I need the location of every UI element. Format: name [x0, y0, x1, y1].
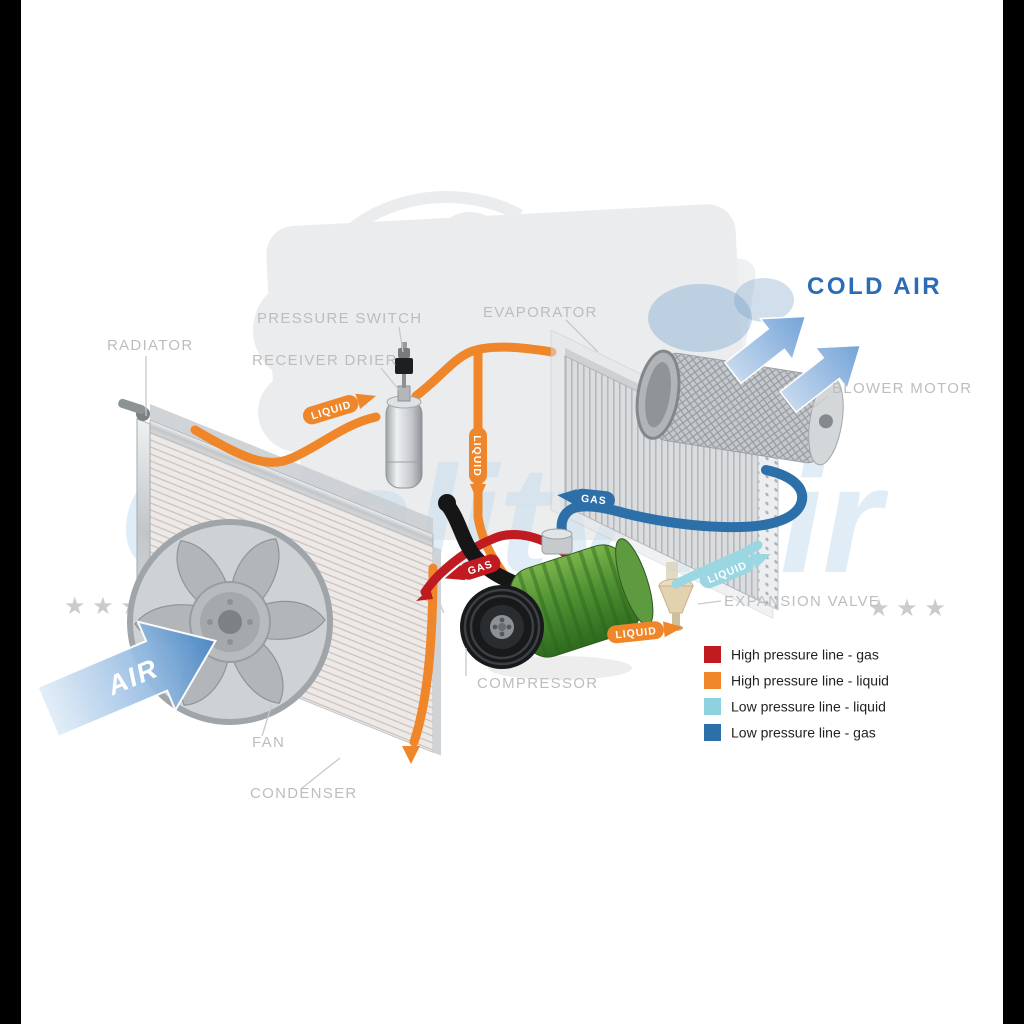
label-blower-motor: BLOWER MOTOR [832, 380, 972, 397]
legend-swatch-high-liquid [704, 672, 721, 689]
leader-pressure-switch [398, 326, 404, 353]
leader-receiver-drier [380, 367, 400, 391]
svg-text:LIQUID: LIQUID [615, 625, 658, 641]
left-black-bar [0, 0, 21, 1024]
flow-label-liquid-3: LIQUID [607, 621, 683, 644]
label-compressor: COMPRESSOR [477, 675, 598, 692]
legend-label-high-liquid: High pressure line - liquid [731, 673, 889, 689]
legend-label-high-gas: High pressure line - gas [731, 647, 879, 663]
drier-neck [397, 385, 411, 402]
radiator-graphic [150, 404, 433, 537]
legend: High pressure line - gas High pressure l… [704, 646, 889, 741]
valve-stub [666, 562, 678, 584]
leader-blower-motor [807, 395, 829, 413]
engine-blue-part [648, 284, 752, 352]
arrow-high-gas [416, 588, 433, 601]
radiator-inlet-pipe [118, 398, 146, 415]
engine-blue-part-2 [734, 278, 794, 322]
pipe-low-gas [556, 465, 808, 536]
label-radiator: RADIATOR [107, 337, 194, 354]
flow-label-gas-red: GAS [444, 554, 501, 581]
legend-swatch-low-liquid [704, 698, 721, 715]
leader-expansion-valve [697, 600, 722, 605]
label-condenser: CONDENSER [250, 785, 358, 802]
pipe-high-liquid-condenser [409, 563, 438, 747]
leader-lines [145, 319, 829, 789]
pressure-switch-graphic [395, 342, 413, 388]
legend-item-high-gas: High pressure line - gas [704, 646, 879, 663]
arrow-high-liquid-down [402, 746, 420, 764]
legend-swatch-low-gas [704, 724, 721, 741]
pipe-low-liquid [671, 540, 763, 589]
legend-item-low-gas: Low pressure line - gas [704, 724, 876, 741]
label-pressure-switch: PRESSURE SWITCH [257, 310, 422, 327]
leader-fan [261, 703, 273, 737]
compressor-graphic [460, 528, 654, 669]
black-hose [438, 495, 520, 590]
legend-item-low-liquid: Low pressure line - liquid [704, 698, 886, 715]
blower-motor-graphic [635, 349, 844, 466]
cold-air-arrow-1 [723, 315, 807, 385]
legend-item-high-liquid: High pressure line - liquid [704, 672, 889, 689]
legend-swatch-high-gas [704, 646, 721, 663]
pipe-high-liquid-to-drier [190, 412, 381, 467]
svg-text:GAS: GAS [580, 493, 607, 508]
label-receiver-drier: RECEIVER DRIER [252, 352, 398, 369]
label-expansion-valve: EXPANSION VALVE [724, 593, 880, 610]
legend-label-low-liquid: Low pressure line - liquid [731, 699, 886, 715]
flow-label-gas-blue: GAS [557, 488, 615, 510]
legend-label-low-gas: Low pressure line - gas [731, 725, 876, 741]
watermark-stars-right: ★ ★ ★ [868, 595, 946, 622]
cold-air-arrow-2 [778, 344, 862, 414]
air-arrow: AIR [36, 620, 218, 739]
leader-evaporator [565, 319, 599, 353]
label-fan: FAN [252, 734, 285, 751]
compressor-pulley [460, 585, 544, 669]
black-hose-end [438, 494, 456, 512]
label-evaporator: EVAPORATOR [483, 304, 598, 321]
svg-text:LIQUID: LIQUID [471, 435, 483, 477]
pipe-high-liquid-over-top [411, 342, 557, 401]
label-cold-air: COLD AIR [807, 273, 942, 300]
flow-label-liquid-2: LIQUID [469, 427, 487, 503]
leader-condenser [301, 757, 341, 789]
right-black-bar [1003, 0, 1024, 1024]
receiver-drier-graphic [385, 385, 423, 489]
